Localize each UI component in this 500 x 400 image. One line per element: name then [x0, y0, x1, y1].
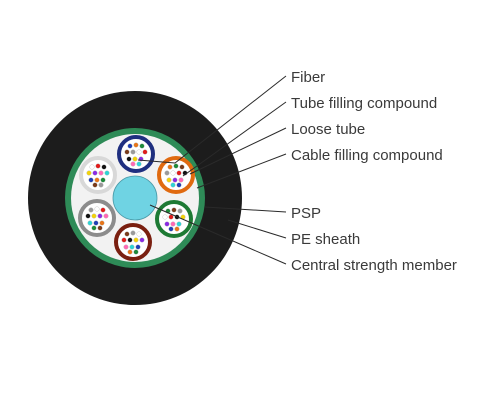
fiber	[100, 177, 106, 183]
leader-lines	[137, 75, 287, 265]
fiber	[176, 221, 182, 227]
fiber	[133, 237, 139, 243]
fiber	[133, 249, 139, 255]
fiber	[92, 170, 98, 176]
fiber	[97, 213, 103, 219]
fiber	[130, 230, 136, 236]
leader-line-psp	[204, 206, 287, 213]
label-cable-filling-compound: Cable filling compound	[291, 147, 443, 164]
fiber-bundle	[86, 163, 110, 188]
central-strength-member	[112, 175, 158, 221]
leader-line-tube-filling	[182, 101, 287, 177]
fiber-bundle	[164, 163, 188, 188]
fiber	[127, 143, 133, 149]
fiber	[173, 163, 179, 169]
fiber	[127, 237, 133, 243]
loose-tube-group	[78, 135, 195, 261]
fiber	[123, 244, 129, 250]
fiber	[170, 221, 176, 227]
leader-line-loose-tube	[189, 127, 287, 175]
loose-tube-navy	[117, 135, 155, 173]
fiber	[124, 149, 130, 155]
fiber	[179, 164, 185, 170]
fiber	[168, 214, 174, 220]
fiber	[99, 220, 105, 226]
fiber	[176, 182, 182, 188]
fiber	[92, 182, 98, 188]
loose-tube-white	[79, 156, 117, 194]
fiber	[133, 142, 139, 148]
fiber	[164, 170, 170, 176]
fiber	[130, 149, 136, 155]
leader-line-cable-filling	[196, 153, 287, 189]
fiber	[103, 213, 109, 219]
loose-tube-orange	[157, 156, 195, 194]
fiber	[98, 170, 104, 176]
loose-tube-green	[155, 200, 193, 238]
labels: Fiber Tube filling compound Loose tube C…	[291, 69, 457, 274]
fiber	[94, 177, 100, 183]
fiber	[168, 226, 174, 232]
fiber	[135, 244, 141, 250]
fiber	[88, 177, 94, 183]
label-psp: PSP	[291, 205, 321, 222]
fiber	[136, 231, 142, 237]
fiber	[142, 149, 148, 155]
fiber	[104, 170, 110, 176]
label-loose-tube: Loose tube	[291, 121, 365, 138]
fiber	[85, 213, 91, 219]
fiber	[176, 170, 182, 176]
fiber	[86, 170, 92, 176]
fiber	[170, 170, 176, 176]
fiber	[93, 220, 99, 226]
fiber	[136, 161, 142, 167]
fiber	[139, 237, 145, 243]
leader-line-pe-sheath	[227, 219, 287, 239]
fiber	[121, 237, 127, 243]
fiber	[136, 149, 142, 155]
fiber	[94, 206, 100, 212]
fiber-bundle	[124, 142, 148, 167]
fiber	[100, 207, 106, 213]
fiber	[101, 164, 107, 170]
fiber	[91, 213, 97, 219]
fiber	[162, 214, 168, 220]
fiber	[172, 177, 178, 183]
label-pe-sheath: PE sheath	[291, 231, 360, 248]
fiber	[139, 143, 145, 149]
fiber	[97, 225, 103, 231]
fiber	[178, 177, 184, 183]
label-fiber: Fiber	[291, 69, 325, 86]
loose-tube-brown	[114, 223, 152, 261]
fiber	[95, 163, 101, 169]
fiber	[88, 207, 94, 213]
fiber	[127, 249, 133, 255]
fiber	[91, 225, 97, 231]
fiber	[164, 221, 170, 227]
fiber	[98, 182, 104, 188]
fiber	[132, 156, 138, 162]
fiber	[177, 208, 183, 214]
leader-line-central-strength-member	[149, 204, 287, 265]
fiber	[166, 177, 172, 183]
fiber	[167, 164, 173, 170]
label-tube-filling-compound: Tube filling compound	[291, 95, 437, 112]
fiber	[129, 244, 135, 250]
fiber	[171, 207, 177, 213]
leader-line-fiber	[137, 75, 287, 164]
label-central-strength-member: Central strength member	[291, 257, 457, 274]
fiber	[126, 156, 132, 162]
fiber-bundle	[162, 207, 186, 232]
fiber-bundle	[85, 206, 109, 231]
fiber	[170, 182, 176, 188]
fiber	[124, 231, 130, 237]
loose-tube-grey	[78, 199, 116, 237]
fiber	[130, 161, 136, 167]
fiber	[87, 220, 93, 226]
fiber	[174, 226, 180, 232]
fiber-bundle	[121, 230, 145, 255]
fiber	[89, 164, 95, 170]
